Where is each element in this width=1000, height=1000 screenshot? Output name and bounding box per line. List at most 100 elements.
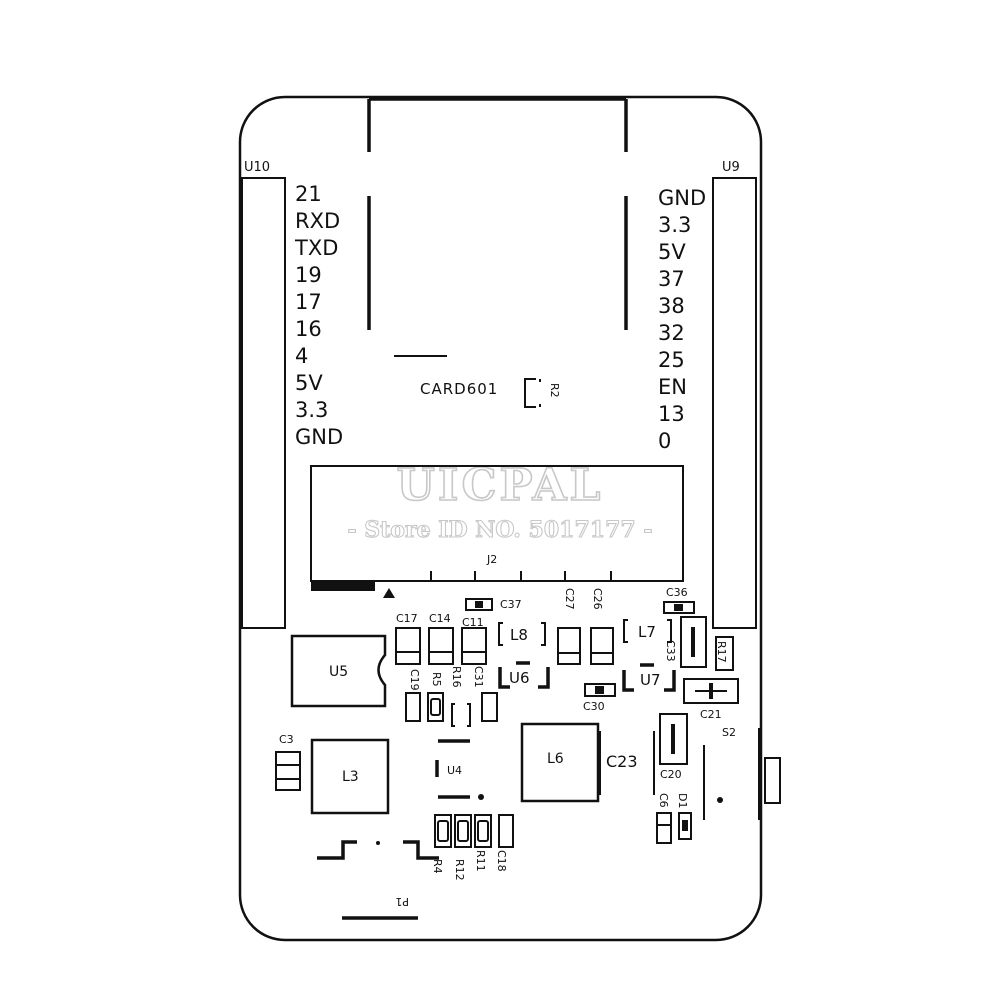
right-header-ref: U9 bbox=[722, 160, 740, 175]
capacitor-c18: C18 bbox=[495, 814, 514, 872]
left-pin-label: GND bbox=[295, 425, 343, 449]
switch-s2: S2 bbox=[703, 726, 781, 820]
port-p1: P1 bbox=[317, 840, 439, 920]
capacitor-c27-label: C27 bbox=[563, 588, 576, 610]
capacitor-c23: C23 bbox=[599, 731, 655, 795]
ic-u7: U7 bbox=[622, 663, 676, 692]
left-pin-label: RXD bbox=[295, 209, 340, 233]
right-pin-label: GND bbox=[658, 186, 706, 210]
watermark-store: - Store ID NO. 5017177 - bbox=[347, 517, 652, 543]
svg-text:U5: U5 bbox=[329, 664, 348, 680]
svg-text:U4: U4 bbox=[447, 764, 462, 777]
watermark-brand: UICPAL bbox=[397, 460, 604, 511]
ic-u6: U6 bbox=[498, 661, 550, 689]
right-pin-label: 37 bbox=[658, 267, 685, 291]
left-pin-label: 21 bbox=[295, 182, 322, 206]
left-pin-label: 3.3 bbox=[295, 398, 328, 422]
svg-text:C36: C36 bbox=[666, 586, 688, 599]
svg-text:C37: C37 bbox=[500, 598, 522, 611]
ic-u4: U4 bbox=[435, 739, 484, 800]
svg-text:C20: C20 bbox=[660, 768, 682, 781]
display-connector-label: J2 bbox=[486, 553, 497, 566]
inductor-l3: L3 bbox=[310, 738, 390, 815]
resistor-r17: R17 bbox=[715, 636, 734, 671]
inductor-l6: L6 bbox=[520, 722, 600, 803]
left-pin-label: 19 bbox=[295, 263, 322, 287]
card-slot-label: CARD601 bbox=[420, 380, 498, 398]
capacitor-c19-label: C19 bbox=[408, 669, 421, 691]
capacitor-c21: C21 bbox=[683, 678, 739, 721]
right-pin-label: 32 bbox=[658, 321, 685, 345]
capacitor-c36: C36 bbox=[663, 586, 695, 614]
right-pin-label: 25 bbox=[658, 348, 685, 372]
svg-text:R12: R12 bbox=[453, 859, 466, 881]
svg-text:C14: C14 bbox=[429, 612, 451, 625]
right-pin-label: EN bbox=[658, 375, 687, 399]
left-pin-label: 5V bbox=[295, 371, 323, 395]
capacitor-c17: C17 bbox=[395, 612, 421, 665]
capacitor-c33: C33 bbox=[664, 616, 707, 668]
card-slot-outline bbox=[367, 97, 628, 357]
ic-u5: U5 bbox=[290, 634, 387, 708]
resistor-r16-label: R16 bbox=[450, 666, 463, 688]
svg-text:U6: U6 bbox=[509, 669, 530, 687]
left-header-u10: U10 bbox=[241, 160, 286, 629]
svg-text:P1: P1 bbox=[395, 895, 409, 908]
svg-text:C18: C18 bbox=[495, 850, 508, 872]
capacitor-c20: C20 bbox=[659, 713, 688, 781]
right-pin-label: 38 bbox=[658, 294, 685, 318]
capacitor-c11: C11 bbox=[461, 616, 487, 665]
left-pin-label: TXD bbox=[294, 236, 338, 260]
right-header-u9: U9 bbox=[712, 160, 757, 629]
capacitor-c30: C30 bbox=[583, 683, 616, 713]
capacitor-c31-label: C31 bbox=[472, 666, 485, 688]
inductor-l7: L7 bbox=[623, 619, 672, 643]
svg-text:C6: C6 bbox=[657, 793, 670, 808]
svg-text:L6: L6 bbox=[547, 751, 564, 767]
resistor-r16 bbox=[451, 703, 471, 727]
capacitor-c26-label: C26 bbox=[591, 588, 604, 610]
svg-text:U7: U7 bbox=[640, 671, 661, 689]
capacitor-c26 bbox=[590, 627, 614, 665]
svg-text:C21: C21 bbox=[700, 708, 722, 721]
board-outline bbox=[238, 95, 763, 942]
capacitor-c27 bbox=[557, 627, 581, 665]
left-header-outline bbox=[241, 177, 286, 629]
svg-text:S2: S2 bbox=[722, 726, 736, 739]
svg-text:R2: R2 bbox=[548, 383, 561, 398]
svg-text:C33: C33 bbox=[664, 640, 677, 662]
right-pin-label: 3.3 bbox=[658, 213, 691, 237]
display-connector-j2: J2 bbox=[310, 465, 684, 598]
capacitor-c19 bbox=[405, 692, 421, 722]
resistor-r5-label: R5 bbox=[430, 672, 443, 687]
svg-text:L8: L8 bbox=[510, 626, 528, 644]
left-pin-label: 17 bbox=[295, 290, 322, 314]
svg-text:D1: D1 bbox=[676, 793, 689, 808]
left-pin-label: 16 bbox=[295, 317, 322, 341]
capacitor-c3: C3 bbox=[275, 733, 301, 791]
capacitor-c31 bbox=[481, 692, 498, 722]
right-pin-label: 0 bbox=[658, 429, 671, 453]
left-header-ref: U10 bbox=[244, 160, 270, 175]
resistor-r2: R2 bbox=[524, 378, 561, 408]
capacitor-c37: C37 bbox=[465, 598, 522, 611]
resistor-r11: R11 bbox=[474, 814, 492, 872]
svg-text:R11: R11 bbox=[474, 850, 487, 872]
svg-text:C11: C11 bbox=[462, 616, 484, 629]
svg-text:R17: R17 bbox=[715, 641, 728, 663]
svg-text:R4: R4 bbox=[431, 859, 444, 874]
svg-text:C3: C3 bbox=[279, 733, 294, 746]
svg-text:L3: L3 bbox=[342, 769, 359, 785]
left-pin-label: 4 bbox=[295, 344, 308, 368]
right-pin-label: 13 bbox=[658, 402, 685, 426]
resistor-r4: R4 bbox=[431, 814, 452, 874]
inductor-l8: L8 bbox=[498, 622, 546, 646]
right-pin-label: 5V bbox=[658, 240, 686, 264]
capacitor-c14: C14 bbox=[428, 612, 454, 665]
svg-text:C30: C30 bbox=[583, 700, 605, 713]
right-header-outline bbox=[712, 177, 757, 629]
